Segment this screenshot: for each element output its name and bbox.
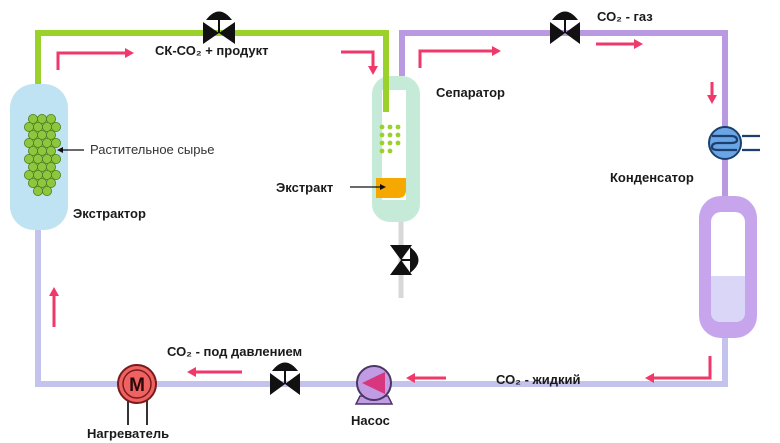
flow-arrow-icon xyxy=(56,48,134,70)
heater-symbol: M xyxy=(129,375,145,396)
valve-icon xyxy=(203,11,235,44)
heater: M xyxy=(117,364,157,425)
extract-fill xyxy=(376,178,406,198)
plant-material-pellets xyxy=(23,114,62,196)
flow-arrow-icon xyxy=(187,367,242,377)
label-heater: Нагреватель xyxy=(87,426,170,441)
flow-arrow-icon xyxy=(49,287,59,327)
leader-lines xyxy=(57,147,386,190)
label-co2-gas: СО₂ - газ xyxy=(597,9,653,24)
label-sc-co2-product: СК-СО₂ + продукт xyxy=(155,43,269,58)
separator-droplets xyxy=(379,124,401,154)
label-plant-material: Растительное сырье xyxy=(90,142,215,157)
label-condenser: Конденсатор xyxy=(610,170,694,185)
valve-icon xyxy=(270,362,300,395)
label-pump: Насос xyxy=(351,413,390,428)
flow-arrow-icon xyxy=(596,39,643,49)
valve-icon xyxy=(550,11,580,44)
pump-icon xyxy=(354,365,394,405)
label-extract: Экстракт xyxy=(276,180,334,195)
flow-arrow-icon xyxy=(341,50,378,75)
flow-arrows xyxy=(49,39,717,383)
label-separator: Сепаратор xyxy=(436,85,505,100)
flow-arrow-icon xyxy=(406,373,446,383)
co2-liquid-pipe xyxy=(35,228,728,387)
separator-vessel xyxy=(372,76,420,222)
flow-arrow-icon xyxy=(418,46,501,68)
tank-liquid xyxy=(711,276,745,322)
label-co2-liquid: СО₂ - жидкий xyxy=(496,372,581,387)
flow-arrow-icon xyxy=(645,356,712,383)
label-co2-pressure: СО₂ - под давлением xyxy=(167,344,303,359)
valve-icon xyxy=(390,245,419,275)
label-extractor: Экстрактор xyxy=(73,206,146,221)
heat-exchanger-icon xyxy=(708,126,760,160)
flow-arrow-icon xyxy=(707,82,717,104)
tank xyxy=(699,196,757,338)
